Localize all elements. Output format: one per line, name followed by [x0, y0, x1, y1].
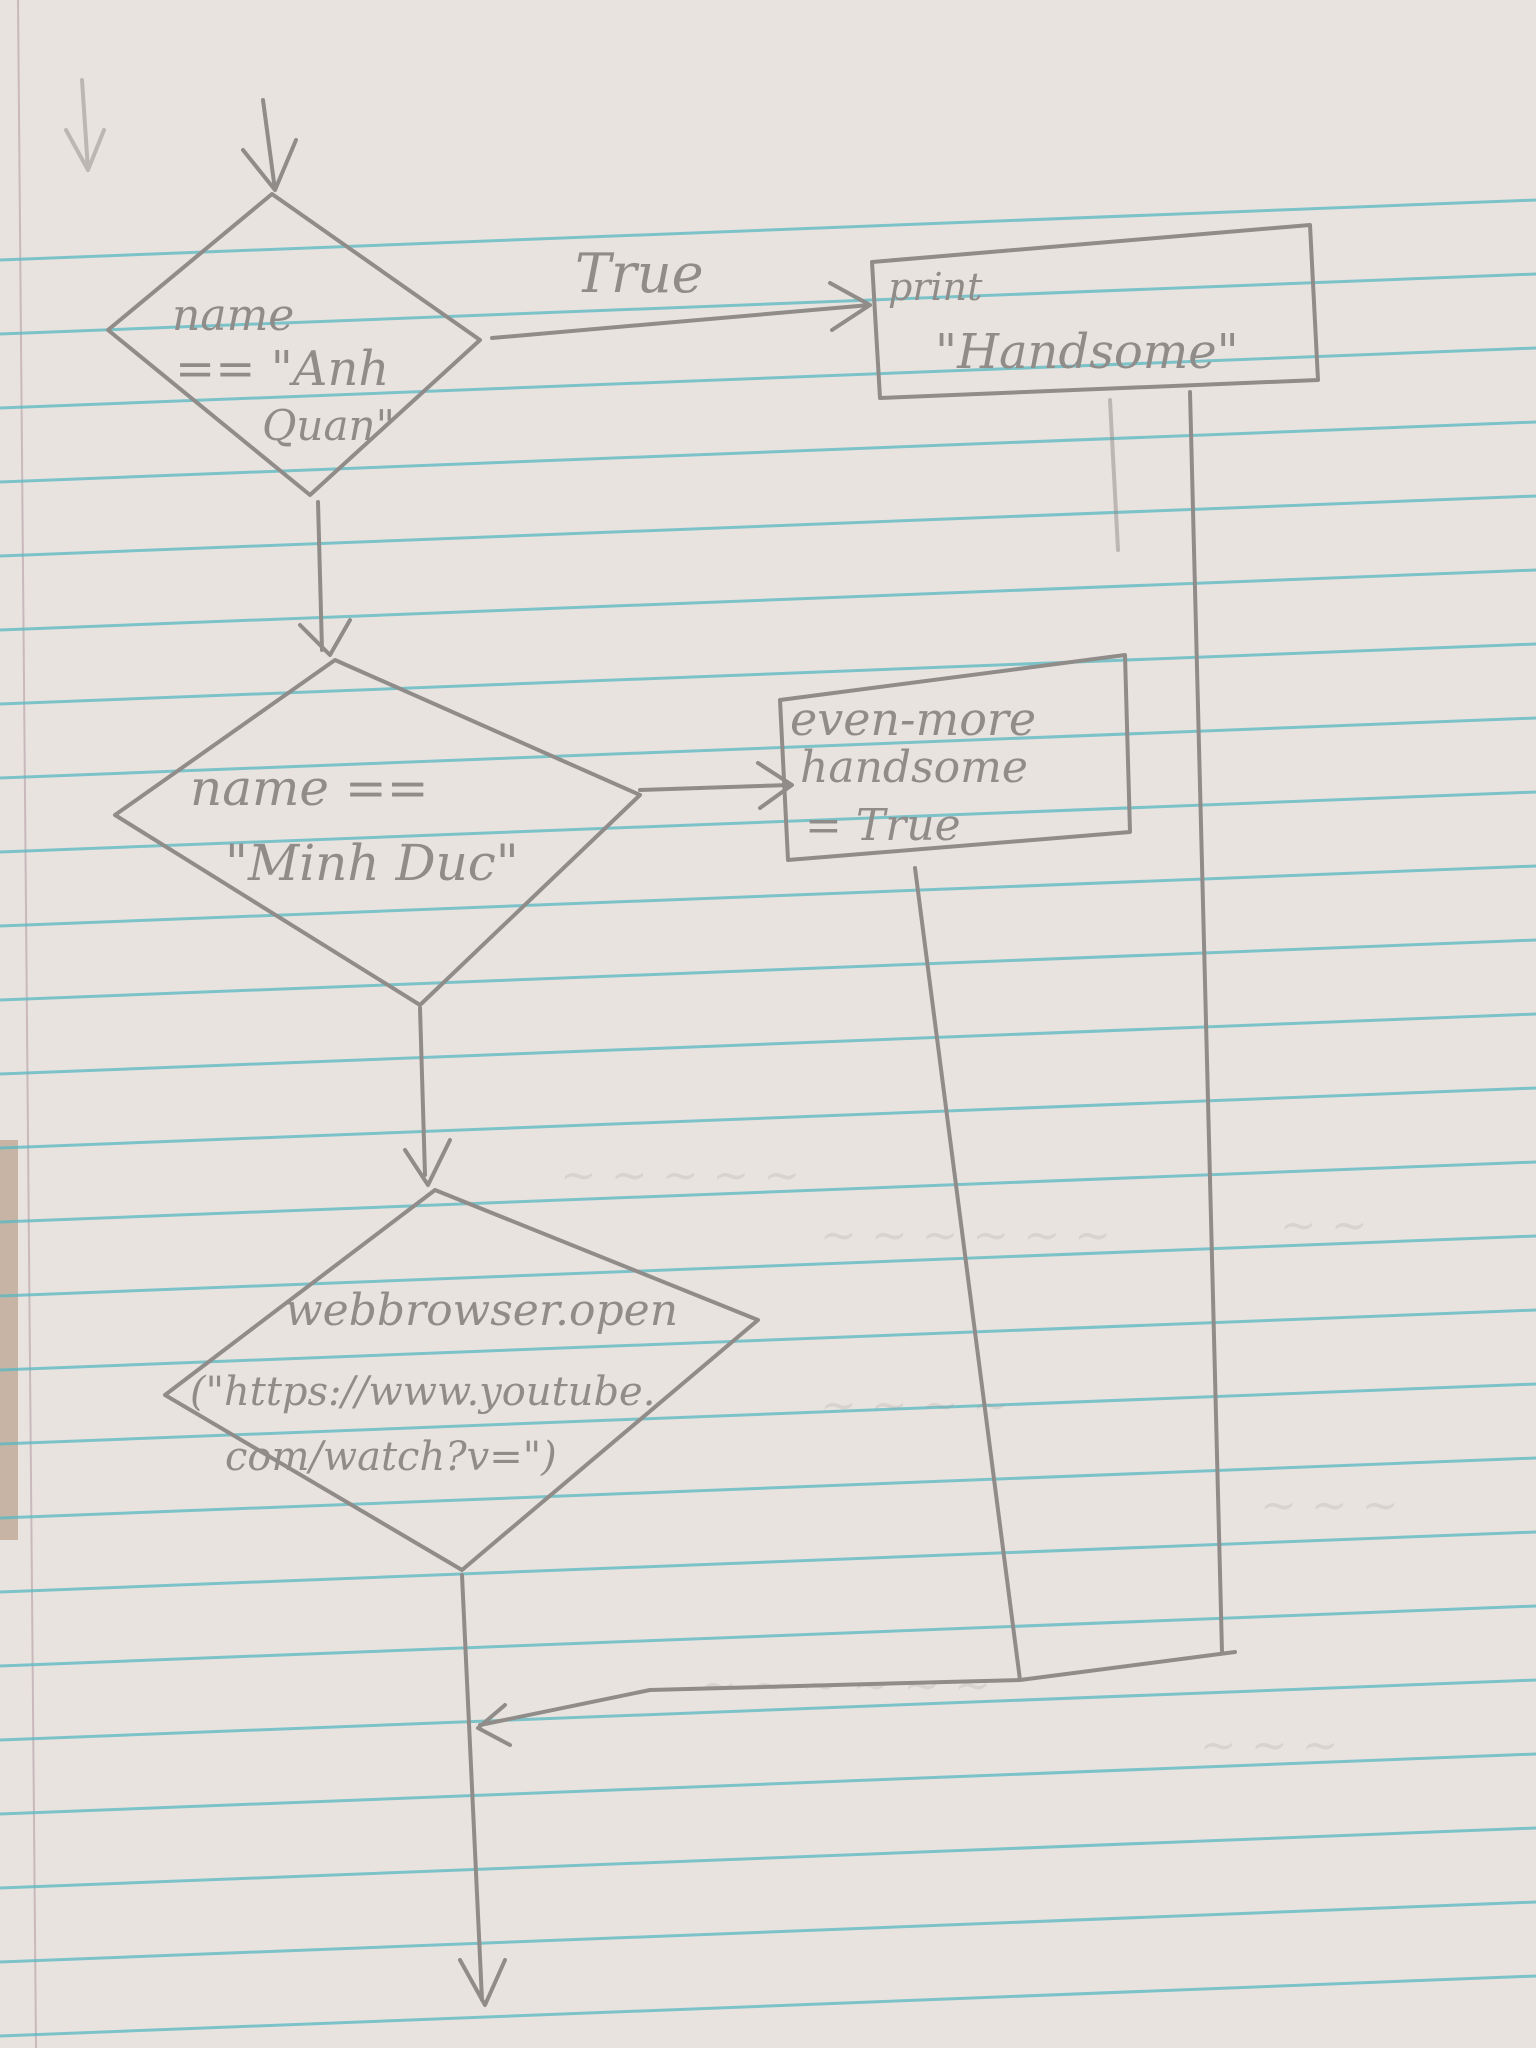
ruled-line [0, 272, 1536, 336]
ruled-line [0, 790, 1536, 854]
ruled-line [0, 864, 1536, 928]
decision-1-line-1: name [172, 290, 294, 341]
svg-text:~ ~ ~ ~ ~: ~ ~ ~ ~ ~ [560, 1150, 800, 1201]
ruled-line [0, 1234, 1536, 1298]
ruled-line [0, 1752, 1536, 1816]
ruled-line [0, 494, 1536, 558]
binding-shadow [0, 1140, 18, 1540]
decision-3-line-3: com/watch?v=") [225, 1434, 557, 1480]
ruled-line [0, 716, 1536, 780]
ruled-line [0, 938, 1536, 1002]
erased-return-line [1108, 398, 1120, 552]
true-edge-label: True [575, 242, 704, 305]
process-2-box [778, 653, 1132, 862]
return-line-process-2 [913, 866, 1022, 1682]
ruled-line [0, 1382, 1536, 1446]
svg-text:~ ~ ~: ~ ~ ~ [1260, 1480, 1399, 1531]
ruled-line [0, 1012, 1536, 1076]
ruled-line [0, 198, 1536, 262]
return-line-process-1 [1188, 390, 1224, 1654]
decision-2-line-1: name == [190, 759, 429, 817]
process-1-line-1: print [888, 265, 983, 309]
margin-line [17, 0, 37, 2048]
ruled-line [0, 1826, 1536, 1890]
ruled-line [0, 1900, 1536, 1964]
entry-arrow [241, 98, 298, 192]
ruled-line [0, 1604, 1536, 1668]
ruled-line [0, 642, 1536, 706]
svg-text:~ ~ ~: ~ ~ ~ [1200, 1720, 1339, 1771]
decision-1-line-2: == "Anh [175, 341, 389, 397]
ruled-line [0, 1530, 1536, 1594]
connector-2-process-2 [638, 761, 794, 810]
ruled-line [0, 1678, 1536, 1742]
flowchart-labels: True name == "Anh Quan" print "Handsome"… [172, 242, 1239, 1480]
ruled-line [0, 420, 1536, 484]
decision-3-line-2: ("https://www.youtube. [190, 1369, 655, 1415]
process-1-line-2: "Handsome" [935, 324, 1239, 380]
merge-arrow [476, 1650, 1237, 1747]
exit-arrow [458, 1573, 507, 2007]
decision-3-line-1: webbrowser.open [285, 1285, 678, 1336]
connector-1-2 [298, 500, 352, 657]
decision-3-diamond [163, 1188, 760, 1572]
ruled-line [0, 568, 1536, 632]
decision-2-line-2: "Minh Duc" [225, 834, 519, 892]
true-arrow [490, 281, 872, 340]
svg-text:~ ~ ~ ~: ~ ~ ~ ~ [820, 1380, 1009, 1431]
ruled-line [0, 346, 1536, 410]
erased-entry-arrow [64, 78, 106, 172]
process-2-line-3: = True [805, 800, 961, 851]
ruled-line [0, 1086, 1536, 1150]
ruled-lines [0, 198, 1536, 2038]
show-through-writing: ~ ~ ~ ~ ~ ~ ~ ~ ~ ~ ~ ~ ~ ~ ~ ~ ~ ~ ~ ~ … [560, 1150, 1399, 1771]
flowchart [64, 78, 1320, 2007]
decision-2-diamond [113, 658, 642, 1007]
connector-2-3 [403, 1006, 452, 1187]
ruled-line [0, 1974, 1536, 2038]
ruled-line [0, 1160, 1536, 1224]
process-1-box [870, 223, 1320, 400]
ruled-line [0, 1456, 1536, 1520]
process-2-line-2: handsome [800, 742, 1028, 793]
svg-text:~ ~: ~ ~ [1280, 1200, 1368, 1251]
ruled-line [0, 1308, 1536, 1372]
decision-1-line-3: Quan" [262, 401, 395, 450]
decision-1-diamond [106, 192, 482, 497]
process-2-line-1: even-more [790, 692, 1036, 746]
